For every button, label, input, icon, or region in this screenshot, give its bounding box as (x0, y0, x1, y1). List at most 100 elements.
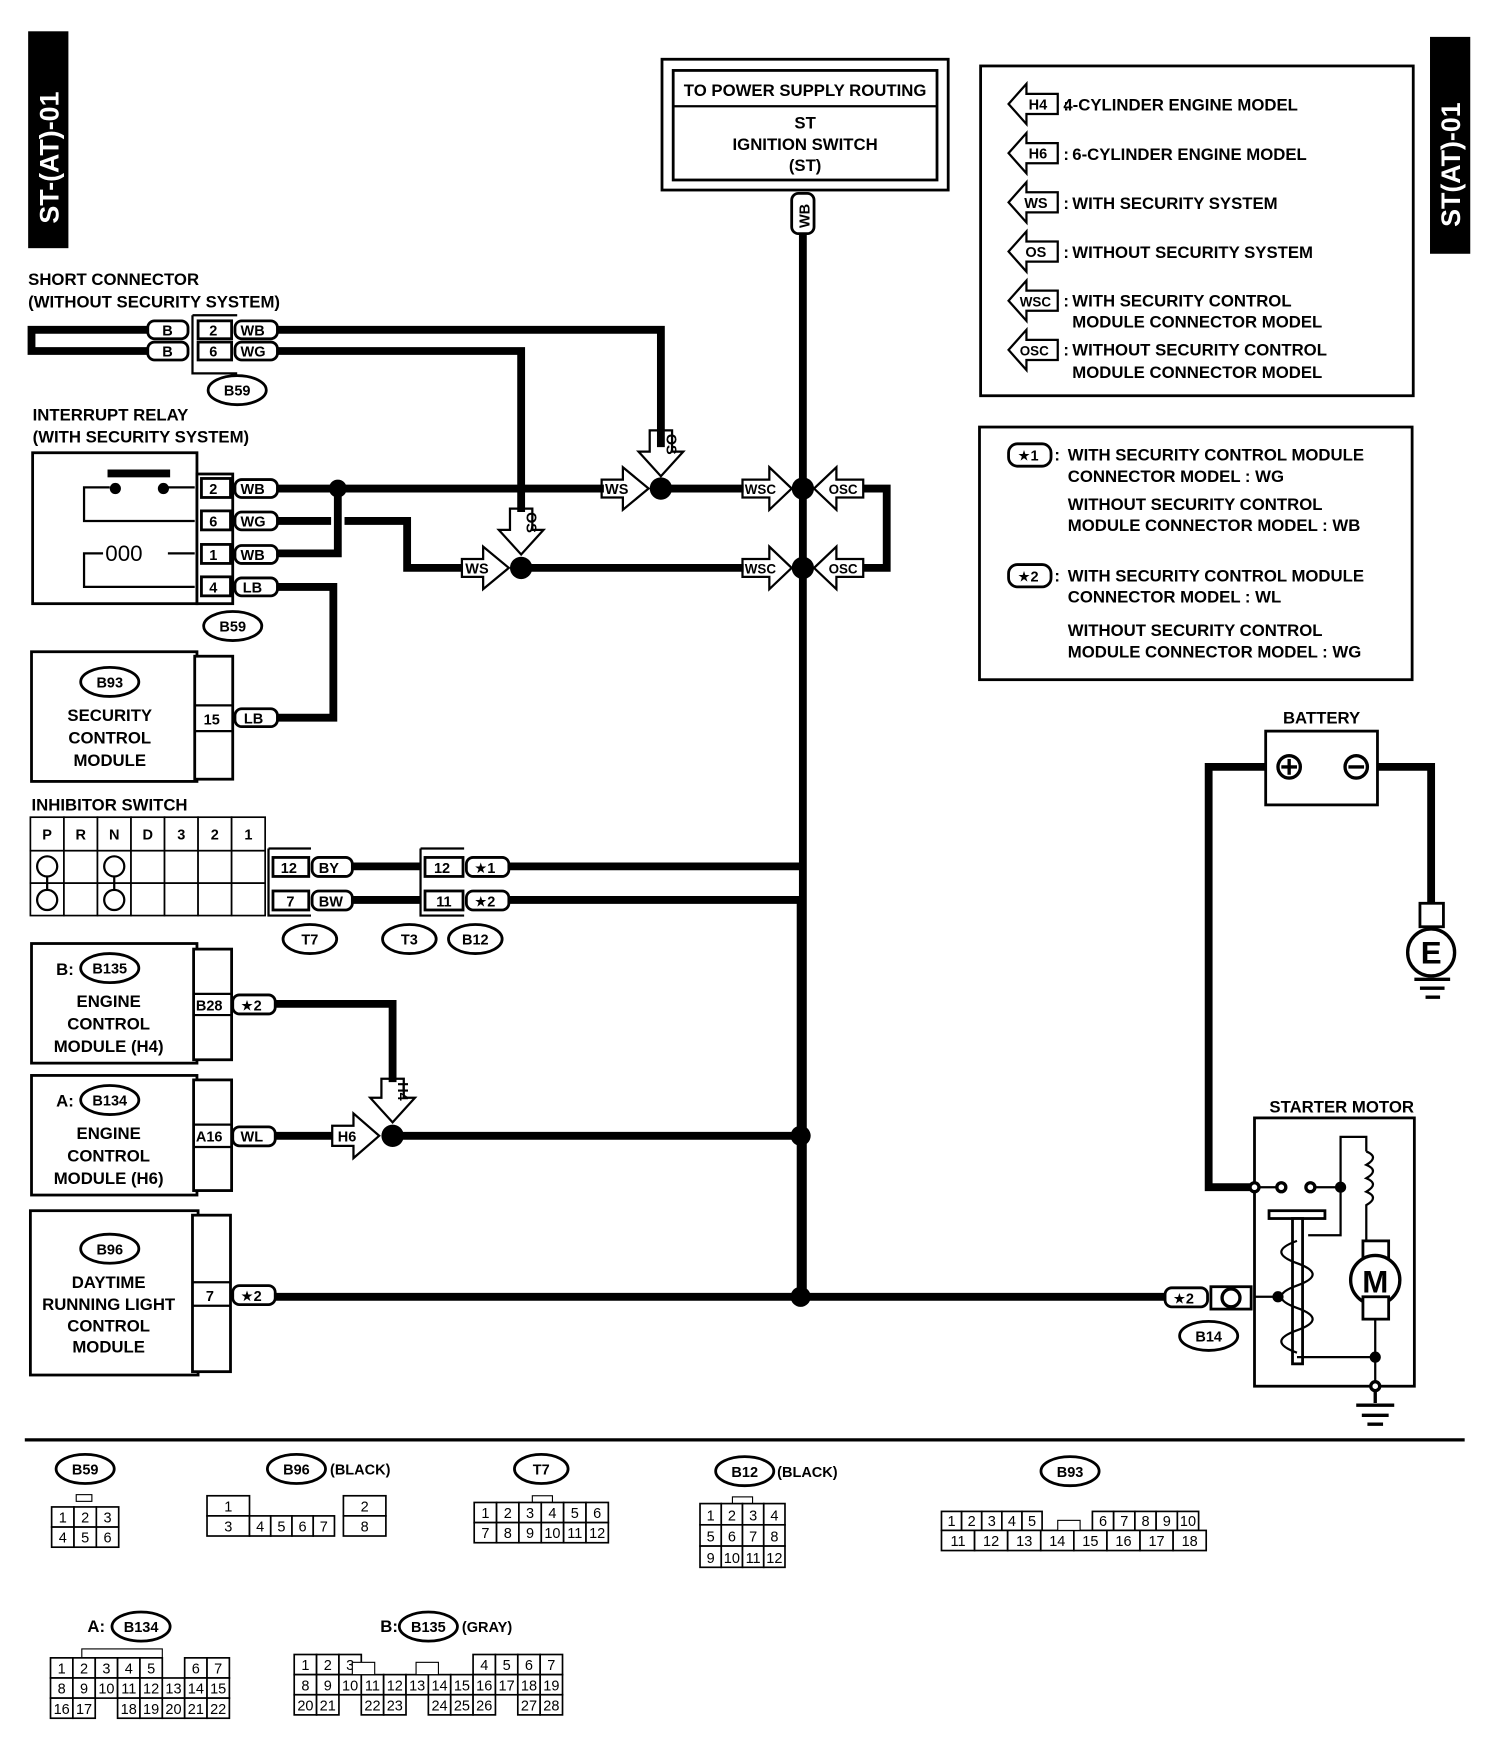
diagram-label: STARTER MOTOR (1269, 1097, 1414, 1116)
pin-label: 12 (766, 1551, 782, 1567)
diagram-label: LB (243, 580, 262, 596)
diagram-shape (1220, 1287, 1242, 1309)
diagram-shape (191, 314, 238, 375)
position-label: D (143, 828, 153, 844)
diagram-shape (82, 552, 195, 589)
diagram-label: B59 (219, 620, 246, 636)
diagram-label: : (1063, 145, 1069, 164)
engine-control-module-h6: A: B134 ENGINE CONTROL MODULE (H6) A16 W… (30, 1074, 277, 1197)
pin-label: 6 (299, 1520, 307, 1536)
diagram-shape (1308, 1187, 1342, 1237)
diagram-label: : (1063, 340, 1069, 359)
diagram-shape (1405, 927, 1457, 978)
diagram-label: 4-CYLINDER ENGINE MODEL (1063, 96, 1298, 115)
diagram-shape (344, 517, 462, 572)
diagram-shape (1304, 1181, 1317, 1194)
diagram-shape (233, 544, 279, 565)
pin-label: 8 (504, 1526, 512, 1542)
diagram-label: T7 (533, 1463, 550, 1479)
diagram-label: MODULE (H4) (54, 1037, 164, 1056)
diagram-shape (649, 477, 673, 500)
diagram-label: 6-CYLINDER ENGINE MODEL (1072, 145, 1307, 164)
page-tag-right-text: ST(AT)-01 (1436, 102, 1466, 227)
connector-latch (531, 1495, 554, 1504)
pin-label: 1 (948, 1514, 956, 1530)
diagram-label: B59 (72, 1463, 99, 1479)
switch-cell (197, 882, 233, 917)
diagram-shape (1178, 1319, 1240, 1352)
diagram-label: MODULE CONNECTOR MODEL : WB (1068, 516, 1361, 535)
pin-cell (762, 1545, 786, 1569)
legend-item-h6: H6 6-CYLINDER ENGINE MODEL (1007, 130, 1307, 177)
diagram-label: WG (241, 345, 266, 361)
diagram-shape (233, 510, 279, 532)
diagram-label: B12 (731, 1465, 758, 1481)
connector-latch (1057, 1519, 1081, 1531)
pin-label: 3 (988, 1514, 996, 1530)
position-label: P (42, 828, 52, 844)
diagram-shape (1007, 228, 1059, 275)
pin-label: 1 (707, 1508, 715, 1524)
diagram-label: INTERRUPT RELAY (33, 405, 189, 424)
diagram-shape (82, 486, 195, 523)
diagram-shape (331, 1110, 381, 1161)
wires (27, 234, 1436, 1301)
pin-label: 16 (1115, 1534, 1131, 1550)
position-label: 1 (244, 828, 252, 844)
flag-ws-2: WS (460, 544, 511, 592)
diagram-shape (275, 999, 397, 1083)
position-label: R (75, 828, 86, 844)
diagram-shape (496, 507, 547, 557)
diagram-label: WL (241, 1129, 264, 1145)
diagram-label: A: (56, 1092, 74, 1111)
diagram-shape (790, 1125, 811, 1146)
diagram-shape (200, 543, 232, 565)
diagram-shape (54, 1453, 116, 1485)
pin-label: 6 (103, 1531, 111, 1547)
starter-motor: STARTER MOTOR M ★2 B14 (1163, 1097, 1416, 1426)
diagram-label: WITH SECURITY CONTROL (1072, 291, 1291, 310)
diagram-label: 11 (436, 895, 451, 911)
pin-label: 2 (361, 1499, 369, 1515)
pin-label: 9 (324, 1678, 332, 1694)
diagram-shape (741, 544, 794, 592)
short-connector-title: SHORT CONNECTOR (28, 270, 199, 289)
connector-views: B59 B96(BLACK) T7 B12(BLACK) B93 A:B134 … (49, 1453, 1208, 1720)
pin-label: 13 (1016, 1534, 1032, 1550)
pin-cell (95, 1526, 120, 1549)
flag-osc-2: OSC (812, 544, 865, 592)
flag-ws-1: WS (600, 464, 651, 513)
pin-label: 1 (224, 1499, 232, 1515)
pin-label: 20 (297, 1698, 313, 1714)
diagram-shape (1039, 1455, 1101, 1488)
connector-latch (351, 1661, 376, 1676)
diagram-label: CONTROL (67, 1147, 150, 1166)
pin-label: 6 (192, 1662, 200, 1678)
connector-latch (415, 1661, 439, 1676)
diagram-label: B: (56, 960, 74, 979)
pin-cell (382, 1693, 407, 1716)
diagram-shape (233, 576, 279, 598)
page-tag-right: ST(AT)-01 (1430, 36, 1471, 254)
diagram-shape (1204, 762, 1281, 1192)
pin-label: 21 (320, 1698, 336, 1714)
pin-label: 17 (1148, 1534, 1164, 1550)
diagram-label: CONTROL (67, 1316, 150, 1335)
diagram-shape (447, 923, 504, 955)
diagram-shape (28, 31, 69, 249)
diagram-label: ★2 (1173, 1291, 1194, 1307)
diagram-shape (978, 425, 1414, 682)
diagram-label: WB (241, 548, 265, 564)
diagram-shape (1281, 759, 1297, 775)
diagram-shape (419, 847, 465, 917)
diagram-label: INHIBITOR SWITCH (32, 795, 188, 814)
diagram-label: : (1063, 96, 1069, 115)
diagram-shape (1007, 442, 1053, 468)
diagram-shape (328, 479, 347, 498)
pin-label: 11 (567, 1526, 582, 1542)
diagram-label: B134 (124, 1620, 159, 1636)
switch-cell (63, 882, 99, 917)
diagram-shape (191, 1213, 232, 1374)
diagram-shape (423, 856, 465, 878)
diagram-shape (790, 1286, 811, 1307)
